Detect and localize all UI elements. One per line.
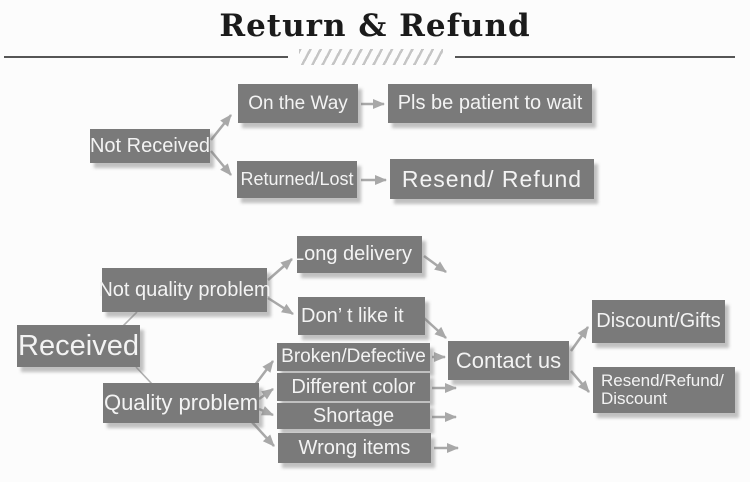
line-received-quality xyxy=(135,366,153,385)
node-shortage: Shortage xyxy=(277,403,430,429)
arrow-notquality-dontlike xyxy=(267,296,294,316)
page-title: Return & Refund xyxy=(219,8,531,44)
divider-right xyxy=(455,56,735,58)
arrow-notreceived-ontheway xyxy=(210,114,232,141)
arrow-longdelivery-out xyxy=(423,254,447,274)
arrow-quality-diffcolor xyxy=(258,387,274,401)
node-not-quality-problem: Not quality problem xyxy=(98,268,271,312)
arrow-quality-shortage xyxy=(258,406,274,417)
node-wrong-items: Wrong items xyxy=(278,433,431,463)
node-not-received: Not Received xyxy=(90,129,210,163)
node-dont-like-it: Don’ t like it xyxy=(298,297,425,335)
arrow-contact-resenddiscount xyxy=(570,370,590,393)
node-discount-gifts: Discount/Gifts xyxy=(592,300,725,343)
arrow-dontlike-contact xyxy=(423,317,447,339)
divider-hatch-icon xyxy=(299,49,443,65)
node-received: Received xyxy=(17,325,140,367)
node-resend-refund: Resend/ Refund xyxy=(390,159,594,199)
node-resend-refund-discount-line1: Resend/Refund/ xyxy=(601,371,724,391)
node-returned-lost: Returned/Lost xyxy=(237,161,357,198)
arrow-notquality-longdelivery xyxy=(267,258,293,281)
node-different-color: Different color xyxy=(277,373,430,401)
node-contact-us: Contact us xyxy=(448,341,569,380)
node-resend-refund-discount-line2: Discount xyxy=(601,389,668,408)
node-quality-problem: Quality problem xyxy=(103,383,259,423)
divider-left xyxy=(4,56,288,58)
node-long-delivery: Long delivery xyxy=(297,236,422,273)
node-pls-be-patient: Pls be patient to wait xyxy=(388,84,592,123)
arrow-quality-wrongitems xyxy=(250,420,275,447)
node-resend-refund-discount: Resend/Refund/ Discount xyxy=(593,367,735,413)
arrow-notreceived-returnedlost xyxy=(210,150,232,176)
arrow-contact-discountgifts xyxy=(569,326,590,352)
line-notquality-received xyxy=(121,311,138,328)
node-broken-defective: Broken/Defective xyxy=(277,343,430,371)
node-on-the-way: On the Way xyxy=(238,84,358,123)
